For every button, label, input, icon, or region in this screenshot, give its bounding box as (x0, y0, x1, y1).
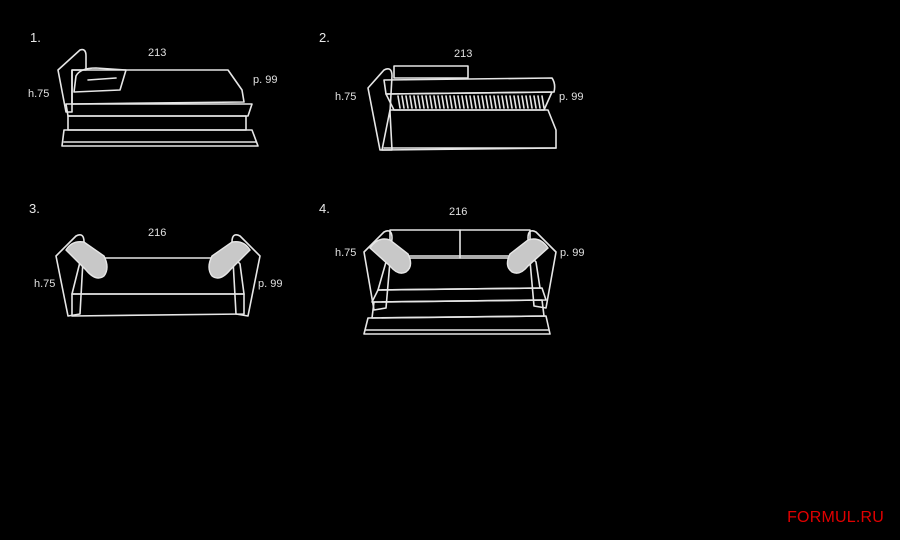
watermark-logo: FORMUL.RU (787, 509, 884, 526)
figure-2-height-label: h.75 (335, 91, 356, 103)
figure-3-depth-label: p. 99 (258, 278, 282, 290)
figure-2-drawing (367, 65, 557, 151)
figure-2-width-label: 213 (454, 48, 472, 60)
figure-3: 3. 216 h.75 p. 99 (29, 201, 282, 317)
figure-2-number: 2. (319, 30, 330, 45)
figure-3-drawing (55, 234, 261, 317)
figure-1-drawing (57, 48, 259, 147)
figure-4-number: 4. (319, 201, 330, 216)
figure-4-width-label: 216 (449, 206, 467, 218)
figure-1-height-label: h.75 (28, 88, 49, 100)
figure-1-number: 1. (30, 30, 41, 45)
figure-1: 1. 213 h.75 p. 99 (28, 30, 277, 147)
figure-4-drawing (363, 229, 557, 335)
figure-2-depth-label: p. 99 (559, 91, 583, 103)
figure-3-number: 3. (29, 201, 40, 216)
figure-1-depth-label: p. 99 (253, 74, 277, 86)
figure-3-width-label: 216 (148, 227, 166, 239)
figure-2: 2. 213 h.75 p. 99 (319, 30, 583, 151)
figure-3-height-label: h.75 (34, 278, 55, 290)
figure-4-depth-label: p. 99 (560, 247, 584, 259)
figure-4: 4. 216 h.75 p. 99 (319, 201, 584, 335)
figure-4-height-label: h.75 (335, 247, 356, 259)
figure-1-width-label: 213 (148, 47, 166, 59)
